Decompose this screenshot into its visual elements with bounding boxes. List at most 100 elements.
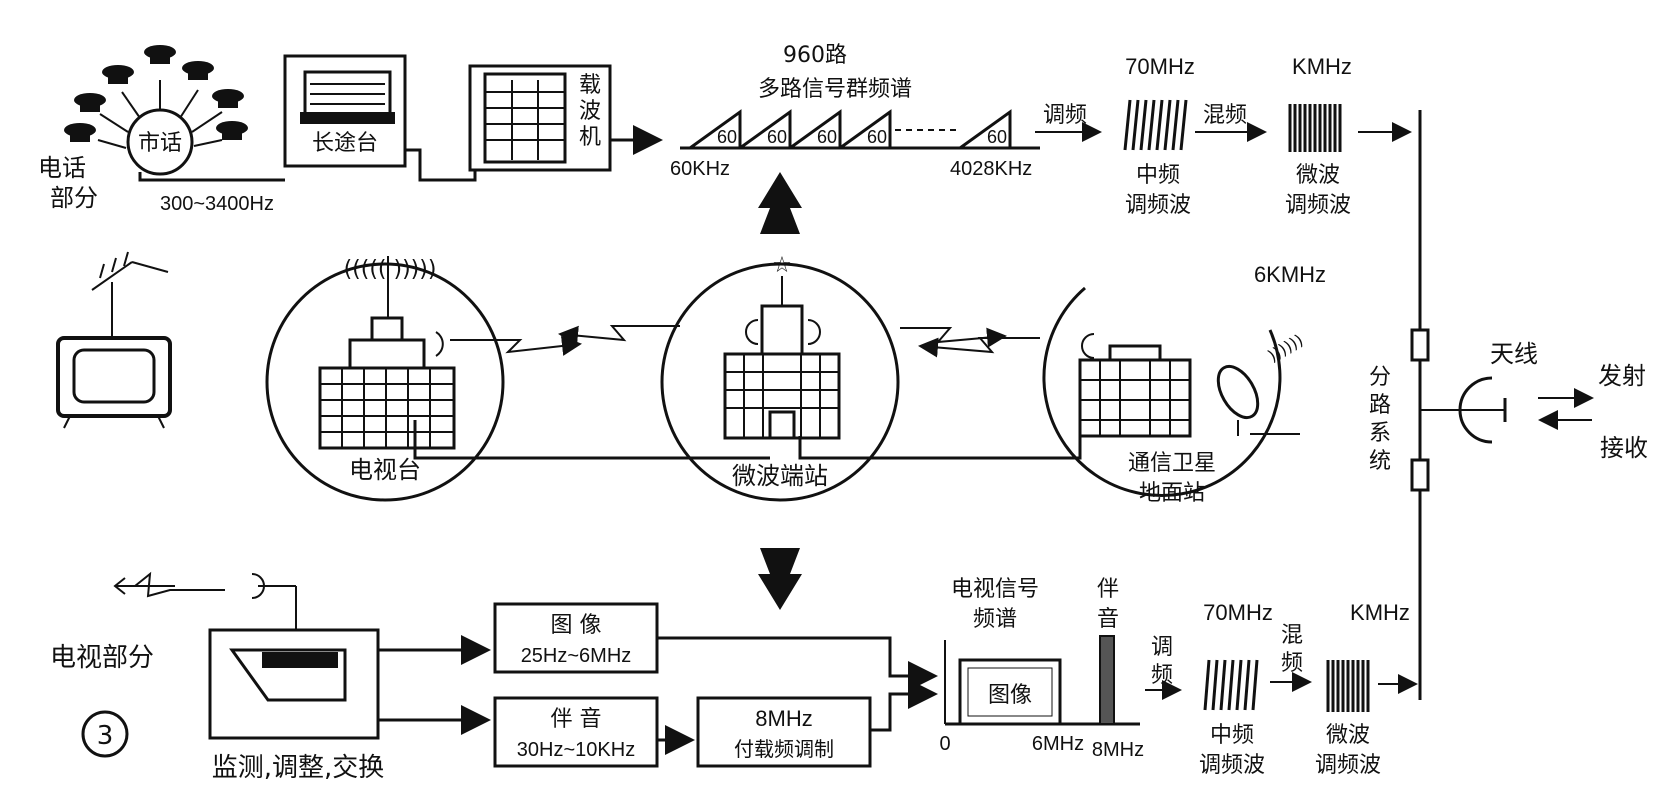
telephone-icon [212,89,244,108]
subcarrier-freq: 8MHz [755,706,812,731]
group-label: 60 [717,127,737,147]
multiplex-title: 多路信号群频谱 [758,77,912,102]
subcarrier-box [696,696,872,768]
monitor-label: 监测,调整,交换 [212,753,385,783]
telephone-band-label: 300~3400Hz [160,193,274,215]
telephone-icons [64,45,248,142]
spectrum-axis-6: 6MHz [1032,733,1084,755]
tv-if-wave-label-1: 中频 [1210,723,1254,748]
telephone-icon [144,45,176,64]
microwave-terminal-circle [660,262,900,502]
subcarrier-to-spectrum-line [870,679,938,732]
tv-section-label: 电视部分 [50,643,154,673]
tv-station-dish-icon [435,331,444,357]
spectrum-axis-8: 8MHz [1092,739,1144,761]
mix-label: 混频 [1203,103,1247,128]
branching-label-4: 统 [1369,449,1391,474]
telephone-section-label-1: 电话 [38,154,86,182]
right-dish-icon [807,319,821,345]
toll-office-label: 长途台 [312,131,378,156]
tv-rf-frequency: KMHz [1350,600,1410,625]
audio-box [493,696,659,768]
carrier-label-3: 机 [579,125,601,150]
group-label: 60 [867,127,887,147]
exchange-label: 市话 [138,131,182,156]
video-to-spectrum-line [657,636,938,691]
branching-label-3: 系 [1369,421,1391,446]
if-wave-label-2: 调频波 [1125,193,1191,218]
group-label: 60 [817,127,837,147]
group-label: 60 [987,127,1007,147]
satellite-ground-station: 6KMHz )))))) 通信卫星 地面站 [1042,262,1326,506]
branch-filter-top [1410,328,1430,362]
tv-rf-wave-label-1: 微波 [1326,723,1370,748]
tv-mix-label-2: 频 [1281,651,1303,676]
video-band: 25Hz~6MHz [521,645,632,667]
telephone-icon [216,121,248,140]
if-frequency: 70MHz [1125,54,1195,79]
star-icon: ☆ [772,253,792,278]
exchange-rays [97,80,223,149]
telephone-section: 市话 电话 部分 300~3400Hz 长途台 载 波 机 [38,45,663,215]
spectrum-video-label: 图像 [988,683,1032,708]
tv-rf-wave-icon [1326,660,1370,712]
tv-station: ((((( ))))) 电视台 [265,256,505,502]
if-wave-icon [1123,99,1188,151]
microwave-terminal-label: 微波端站 [732,462,828,490]
transmit-label: 发射 [1598,362,1646,390]
group-label: 60 [767,127,787,147]
multiplex-spectrum: 960路 多路信号群频谱 60 60 60 60 60 60KHz 4028KH… [670,43,1412,218]
antenna-label: 天线 [1490,340,1538,368]
tv-section: 电视部分 监测,调整,交换 3 图 像 25Hz~6MHz 伴 音 30Hz~1… [50,571,1418,783]
spectrum-audio-label-1: 伴 [1097,577,1119,602]
building-dish-icon [1081,333,1095,359]
tv-station-circle [265,262,505,502]
if-wave-label-1: 中频 [1136,163,1180,188]
tv-spectrum-title-1: 电视信号 [951,577,1039,602]
tv-link-arrow [113,571,225,598]
television-set [56,251,172,429]
downlink-big-arrow [758,548,802,610]
exchange-circle [126,108,194,176]
spectrum-axis-zero: 0 [939,733,950,755]
telephone-icon [182,61,214,80]
figure-number-digit: 3 [97,721,114,751]
carrier-rack-icon [483,72,567,164]
branch-filter-bottom [1410,458,1430,492]
audio-band: 30Hz~10KHz [517,739,635,761]
microwave-terminal: ☆ 微波端站 [660,253,900,502]
tv-station-radiation: ((((( ))))) [344,257,437,282]
branching-label-1: 分 [1369,365,1391,390]
tv-fm-label-1: 调 [1151,635,1173,660]
figure-number-circle [81,710,129,758]
rf-wave-icon [1288,104,1342,152]
tv-spectrum-title-2: 频谱 [973,607,1017,632]
monitor-console-icon [229,648,347,702]
antenna-dish-icon [1458,376,1493,444]
exchange-to-toll-line [138,172,285,182]
rf-wave-label-1: 微波 [1296,163,1340,188]
telephone-icon [102,65,134,84]
satellite-station-arc [1042,286,1282,497]
telephone-icon [64,123,96,142]
tv-mix-label-1: 混 [1281,623,1303,648]
fm-label: 调频 [1043,103,1087,128]
multiplex-count: 960路 [783,43,847,68]
video-label: 图 像 [551,613,602,638]
tv-fm-label-2: 频 [1151,663,1173,688]
tv-if-wave-icon [1203,659,1259,711]
carrier-label-1: 载 [579,73,601,98]
spectrum-groups [689,109,1012,150]
video-band-block [958,658,1062,726]
tv-rf-wave-label-2: 调频波 [1315,753,1381,778]
satellite-freq: 6KMHz [1254,262,1326,287]
uplink-big-arrow [758,172,802,234]
rf-wave-label-2: 调频波 [1285,193,1351,218]
carrier-label-2: 波 [579,99,601,124]
satellite-station-label-1: 通信卫星 [1128,451,1216,476]
tv-station-label: 电视台 [349,456,421,484]
branching-system: 分 路 系 统 天线 发射 接收 [1369,110,1648,700]
switchboard-icon [300,70,395,124]
microwave-links [450,325,1040,358]
